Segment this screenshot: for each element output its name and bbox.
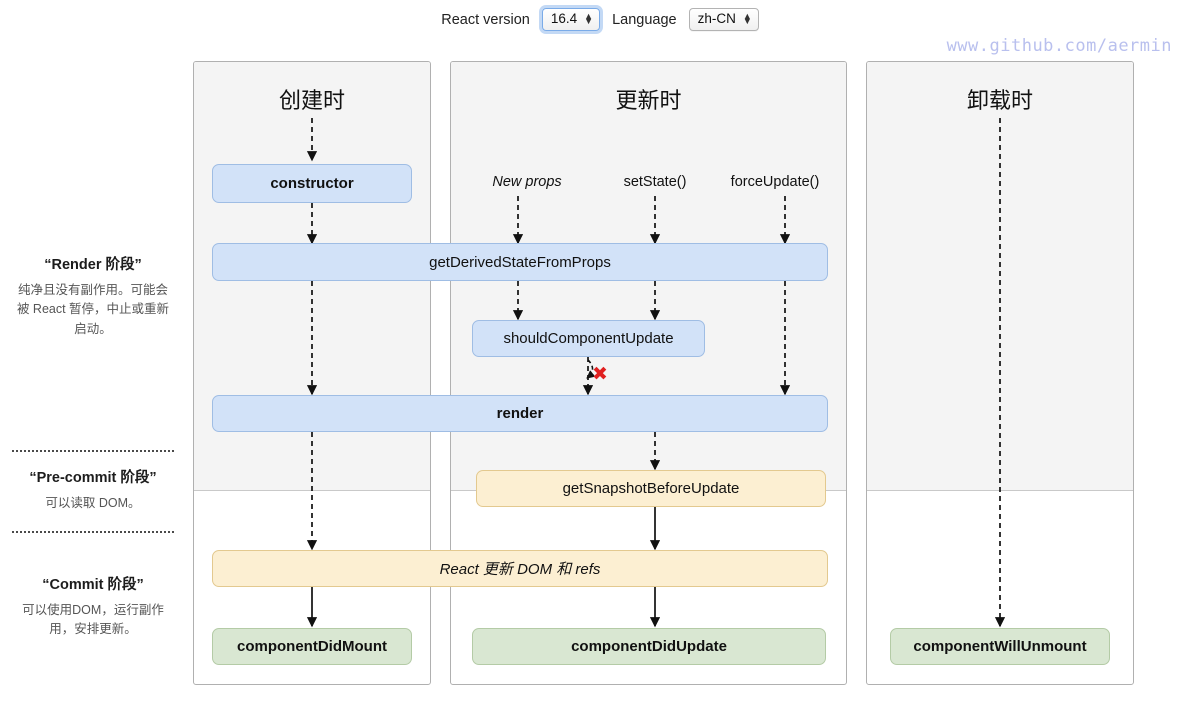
phase-divider-bottom	[12, 531, 174, 533]
node-should-component-update[interactable]: shouldComponentUpdate	[472, 320, 705, 357]
watermark: www.github.com/aermin	[946, 36, 1172, 56]
node-get-snapshot-before-update[interactable]: getSnapshotBeforeUpdate	[476, 470, 826, 507]
react-version-value: 16.4	[550, 11, 578, 26]
node-component-did-update[interactable]: componentDidUpdate	[472, 628, 826, 665]
node-component-did-mount[interactable]: componentDidMount	[212, 628, 412, 665]
phase-render-title: “Render 阶段”	[44, 257, 142, 273]
phase-precommit-desc: 可以读取 DOM。	[45, 496, 141, 510]
phase-precommit-title: “Pre-commit 阶段”	[29, 470, 157, 486]
phase-render-desc: 纯净且没有副作用。可能会被 React 暂停，中止或重新启动。	[16, 283, 170, 336]
node-get-derived-state-from-props[interactable]: getDerivedStateFromProps	[212, 243, 828, 281]
phase-render: “Render 阶段” 纯净且没有副作用。可能会被 React 暂停，中止或重新…	[0, 253, 186, 339]
trigger-set-state: setState()	[623, 174, 687, 190]
language-value: zh-CN	[697, 11, 736, 26]
react-version-select[interactable]: 16.4 ▲▼	[541, 8, 601, 32]
phase-commit: “Commit 阶段” 可以使用DOM，运行副作用，安排更新。	[0, 573, 186, 640]
node-component-will-unmount[interactable]: componentWillUnmount	[890, 628, 1110, 665]
column-mounting-title: 创建时	[278, 88, 345, 113]
node-constructor[interactable]: constructor	[212, 164, 412, 203]
skip-render-x-icon: ✖	[592, 363, 608, 385]
stepper-arrows-icon: ▲▼	[584, 11, 594, 27]
phase-legend: “Render 阶段” 纯净且没有副作用。可能会被 React 暂停，中止或重新…	[0, 0, 186, 701]
controls-bar: React version 16.4 ▲▼ Language zh-CN ▲▼	[0, 8, 1200, 32]
language-select[interactable]: zh-CN ▲▼	[688, 8, 759, 32]
phase-divider-top	[12, 450, 174, 452]
react-version-label: React version	[441, 11, 530, 28]
phase-commit-title: “Commit 阶段”	[42, 577, 144, 593]
trigger-new-props: New props	[492, 174, 562, 190]
column-unmounting-title: 卸载时	[966, 88, 1033, 113]
node-render[interactable]: render	[212, 395, 828, 432]
trigger-force-update: forceUpdate()	[730, 174, 820, 190]
stepper-arrows-icon: ▲▼	[742, 11, 752, 27]
language-label: Language	[612, 11, 677, 28]
phase-precommit: “Pre-commit 阶段” 可以读取 DOM。	[0, 466, 186, 513]
phase-commit-desc: 可以使用DOM，运行副作用，安排更新。	[22, 603, 164, 637]
node-react-updates-dom[interactable]: React 更新 DOM 和 refs	[212, 550, 828, 587]
column-updating-title: 更新时	[615, 88, 682, 113]
